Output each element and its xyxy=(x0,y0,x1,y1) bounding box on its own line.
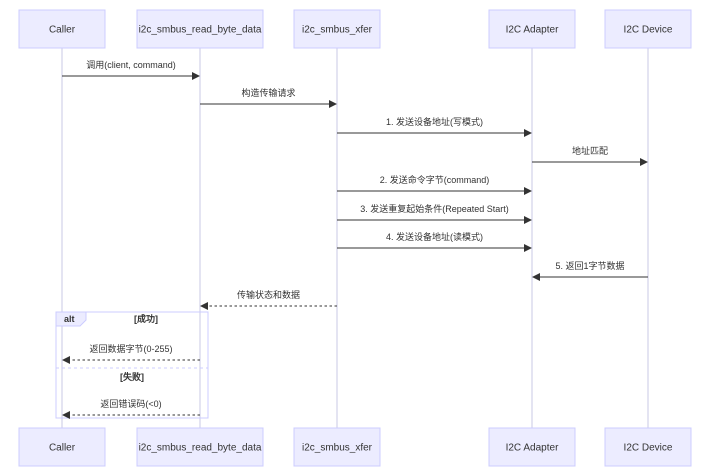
actors-top: Caller i2c_smbus_read_byte_data i2c_smbus_… xyxy=(18,9,692,49)
message-label-2: 1. 发送设备地址(写模式) xyxy=(386,116,483,127)
alt-condition-failure: [失败] xyxy=(120,371,144,382)
actor-box-3-bottom xyxy=(488,427,576,467)
message-label-6: 4. 发送设备地址(读模式) xyxy=(386,231,483,242)
message-label-7: 5. 返回1字节数据 xyxy=(555,260,624,271)
alt-label: alt xyxy=(64,314,75,324)
actor-label-2-bottom: i2c_smbus_xfer xyxy=(302,443,373,454)
actor-box-2-bottom xyxy=(293,427,381,467)
message-label-8: 传输状态和数据 xyxy=(237,289,300,300)
actor-label-0-top: Caller xyxy=(49,25,76,36)
messages: 调用(client, command) 构造传输请求 1. 发送设备地址(写模式) 地… xyxy=(62,60,648,419)
actor-box-2-top xyxy=(293,9,381,49)
message-label-3: 地址匹配 xyxy=(572,145,608,156)
message-label-10: 返回错误码(<0) xyxy=(100,398,161,409)
actor-label-3-top: I2C Adapter xyxy=(506,25,559,36)
message-label-0: 调用(client, command) xyxy=(86,60,176,70)
actor-box-1-bottom xyxy=(136,427,264,467)
actor-box-0-top xyxy=(18,9,106,49)
actor-label-3-bottom: I2C Adapter xyxy=(506,443,559,454)
actor-label-2-top: i2c_smbus_xfer xyxy=(302,25,373,36)
alt-frame xyxy=(55,311,209,419)
actor-label-1-bottom: i2c_smbus_read_byte_data xyxy=(139,443,262,454)
actor-label-1-top: i2c_smbus_read_byte_data xyxy=(139,25,262,36)
actor-box-3-top xyxy=(488,9,576,49)
actor-box-1-top xyxy=(136,9,264,49)
alt-label-tab xyxy=(55,311,87,327)
message-label-5: 3. 发送重复起始条件(Repeated Start) xyxy=(360,203,509,214)
actor-box-0-bottom xyxy=(18,427,106,467)
alt-fragment: alt [成功] [失败] xyxy=(55,311,209,419)
message-label-1: 构造传输请求 xyxy=(241,87,295,98)
message-label-4: 2. 发送命令字节(command) xyxy=(380,174,490,185)
actor-label-4-top: I2C Device xyxy=(624,25,673,36)
actors-bottom: Caller i2c_smbus_read_byte_data i2c_smbus_… xyxy=(18,427,692,467)
actor-box-4-bottom xyxy=(604,427,692,467)
actor-box-4-top xyxy=(604,9,692,49)
actor-label-4-bottom: I2C Device xyxy=(624,443,673,454)
lifelines xyxy=(61,48,649,428)
alt-condition-success: [成功] xyxy=(134,313,158,324)
actor-label-0-bottom: Caller xyxy=(49,443,76,454)
message-label-9: 返回数据字节(0-255) xyxy=(89,343,172,354)
